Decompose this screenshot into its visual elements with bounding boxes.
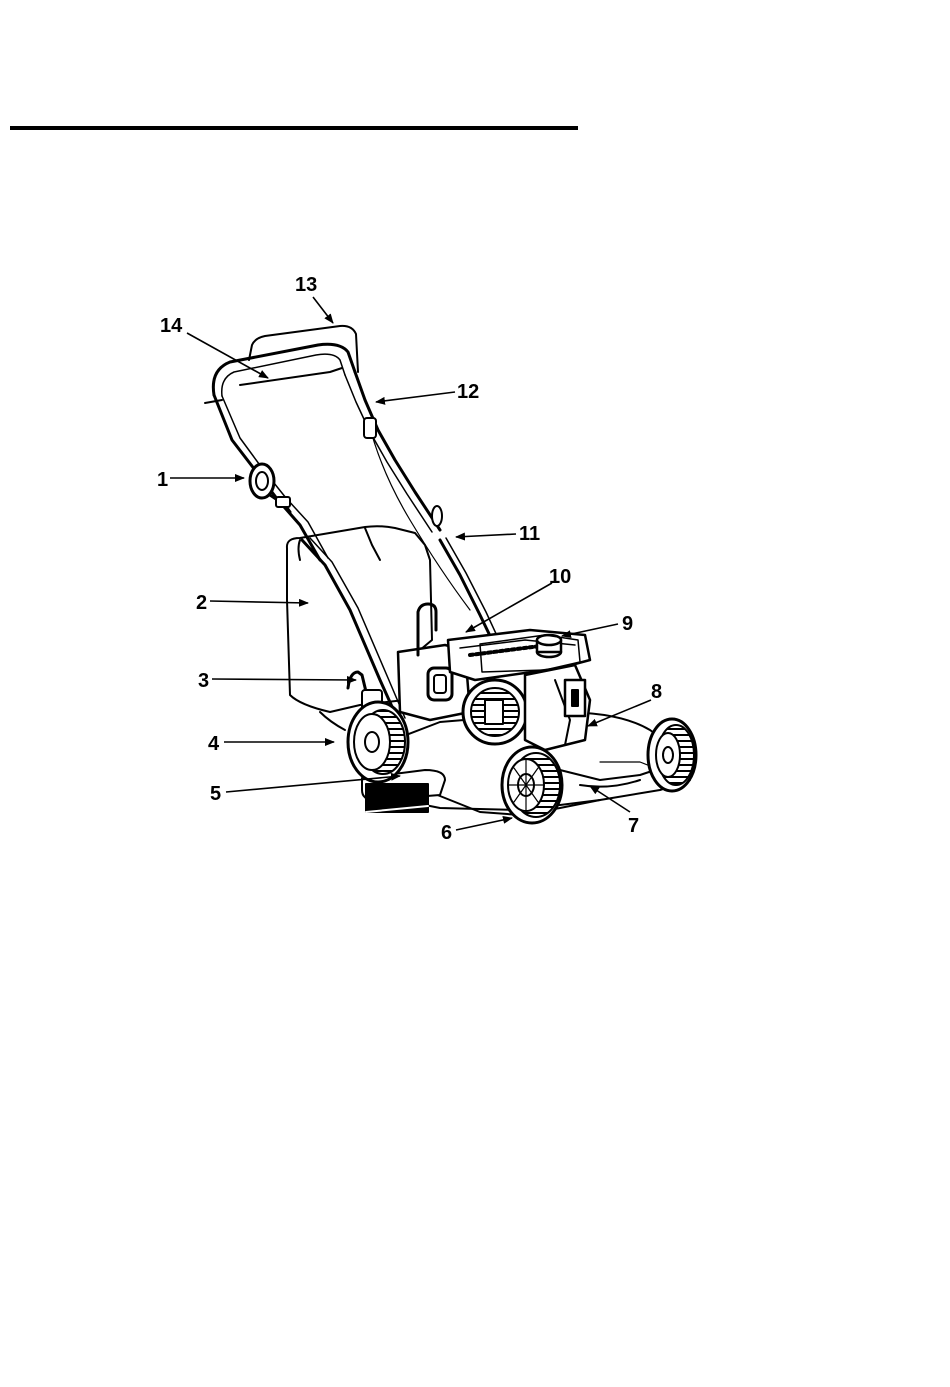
arrow-11: [456, 534, 516, 537]
far-front-wheel: [648, 719, 696, 791]
arrow-6: [456, 818, 512, 830]
arrow-3: [212, 679, 356, 680]
callout-4: 4: [208, 733, 220, 755]
callout-1: 1: [157, 469, 168, 491]
front-wheel: [502, 747, 562, 823]
handle-knob: [250, 464, 290, 512]
callout-2: 2: [196, 592, 207, 614]
callout-14: 14: [160, 315, 183, 337]
callout-5: 5: [210, 783, 221, 805]
callout-9: 9: [622, 613, 633, 635]
callout-6: 6: [441, 822, 452, 844]
callout-7: 7: [628, 815, 639, 837]
callout-11: 11: [519, 523, 540, 545]
callout-8: 8: [651, 681, 662, 703]
arrow-12: [376, 392, 455, 402]
callout-3: 3: [198, 670, 209, 692]
arrow-10: [466, 583, 552, 632]
callout-12: 12: [457, 381, 479, 403]
callout-10: 10: [549, 566, 571, 588]
arrow-13: [313, 297, 333, 323]
mower-illustration: [205, 326, 696, 823]
arrow-9: [562, 624, 618, 636]
rear-wheel: [348, 702, 408, 782]
callout-13: 13: [295, 274, 317, 296]
